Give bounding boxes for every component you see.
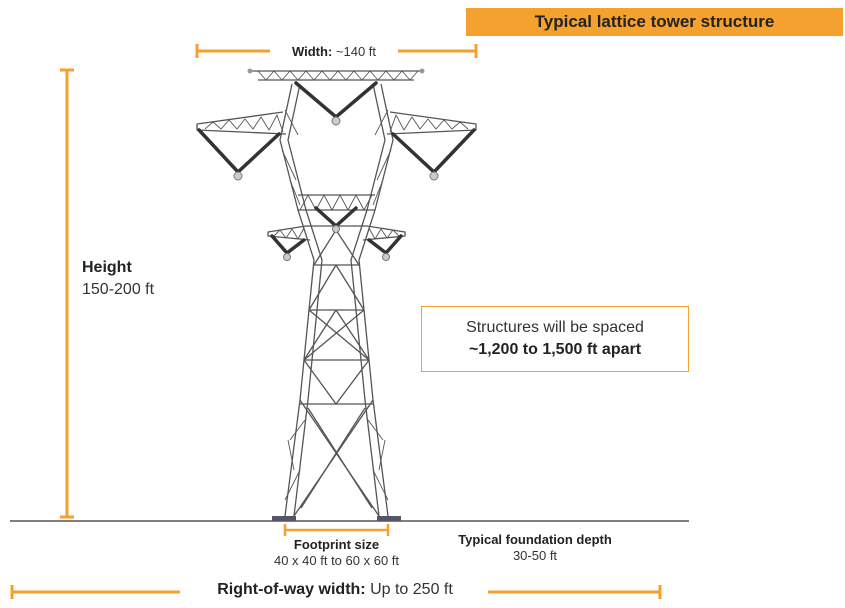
spacing-line-1: Structures will be spaced	[466, 319, 644, 336]
foundation-label-key: Typical foundation depth	[458, 532, 612, 547]
diagram-title: Typical lattice tower structure	[466, 8, 843, 36]
foundation-label: Typical foundation depth 30-50 ft	[432, 532, 638, 564]
height-dimension	[60, 68, 74, 519]
height-label-key: Height	[82, 259, 132, 276]
lower-arm-left	[267, 225, 311, 241]
foundation-label-value: 30-50 ft	[512, 548, 558, 563]
width-dimension	[195, 44, 478, 58]
right-of-way-label-value: Up to 250 ft	[370, 581, 453, 598]
conductor-clamps	[233, 116, 439, 261]
right-of-way-label-key: Right-of-way width:	[217, 581, 366, 598]
width-label: Width: ~140 ft	[270, 44, 398, 59]
tower-leg-right	[358, 83, 394, 517]
spacing-callout: Structures will be spaced ~1,200 to 1,50…	[421, 306, 689, 372]
tower-leg-left	[279, 83, 315, 517]
footing-right	[377, 516, 401, 521]
lattice-tower	[196, 68, 477, 521]
footing-left	[272, 516, 296, 521]
footprint-label: Footprint size 40 x 40 ft to 60 x 60 ft	[255, 537, 418, 569]
upper-arm-right	[386, 111, 477, 135]
width-label-key: Width:	[291, 44, 333, 59]
lower-arm-right	[362, 225, 406, 241]
footprint-label-key: Footprint size	[293, 537, 380, 552]
height-label: Height 150-200 ft	[82, 257, 154, 301]
spacing-line-2: ~1,200 to 1,500 ft apart	[468, 341, 642, 358]
height-label-value: 150-200 ft	[82, 281, 155, 298]
right-of-way-dimension	[10, 585, 662, 599]
width-label-value: ~140 ft	[335, 44, 377, 59]
footprint-label-value: 40 x 40 ft to 60 x 60 ft	[273, 553, 400, 568]
upper-arm-left	[196, 111, 287, 135]
footprint-dimension	[283, 524, 390, 536]
right-of-way-label: Right-of-way width: Up to 250 ft	[190, 581, 480, 599]
